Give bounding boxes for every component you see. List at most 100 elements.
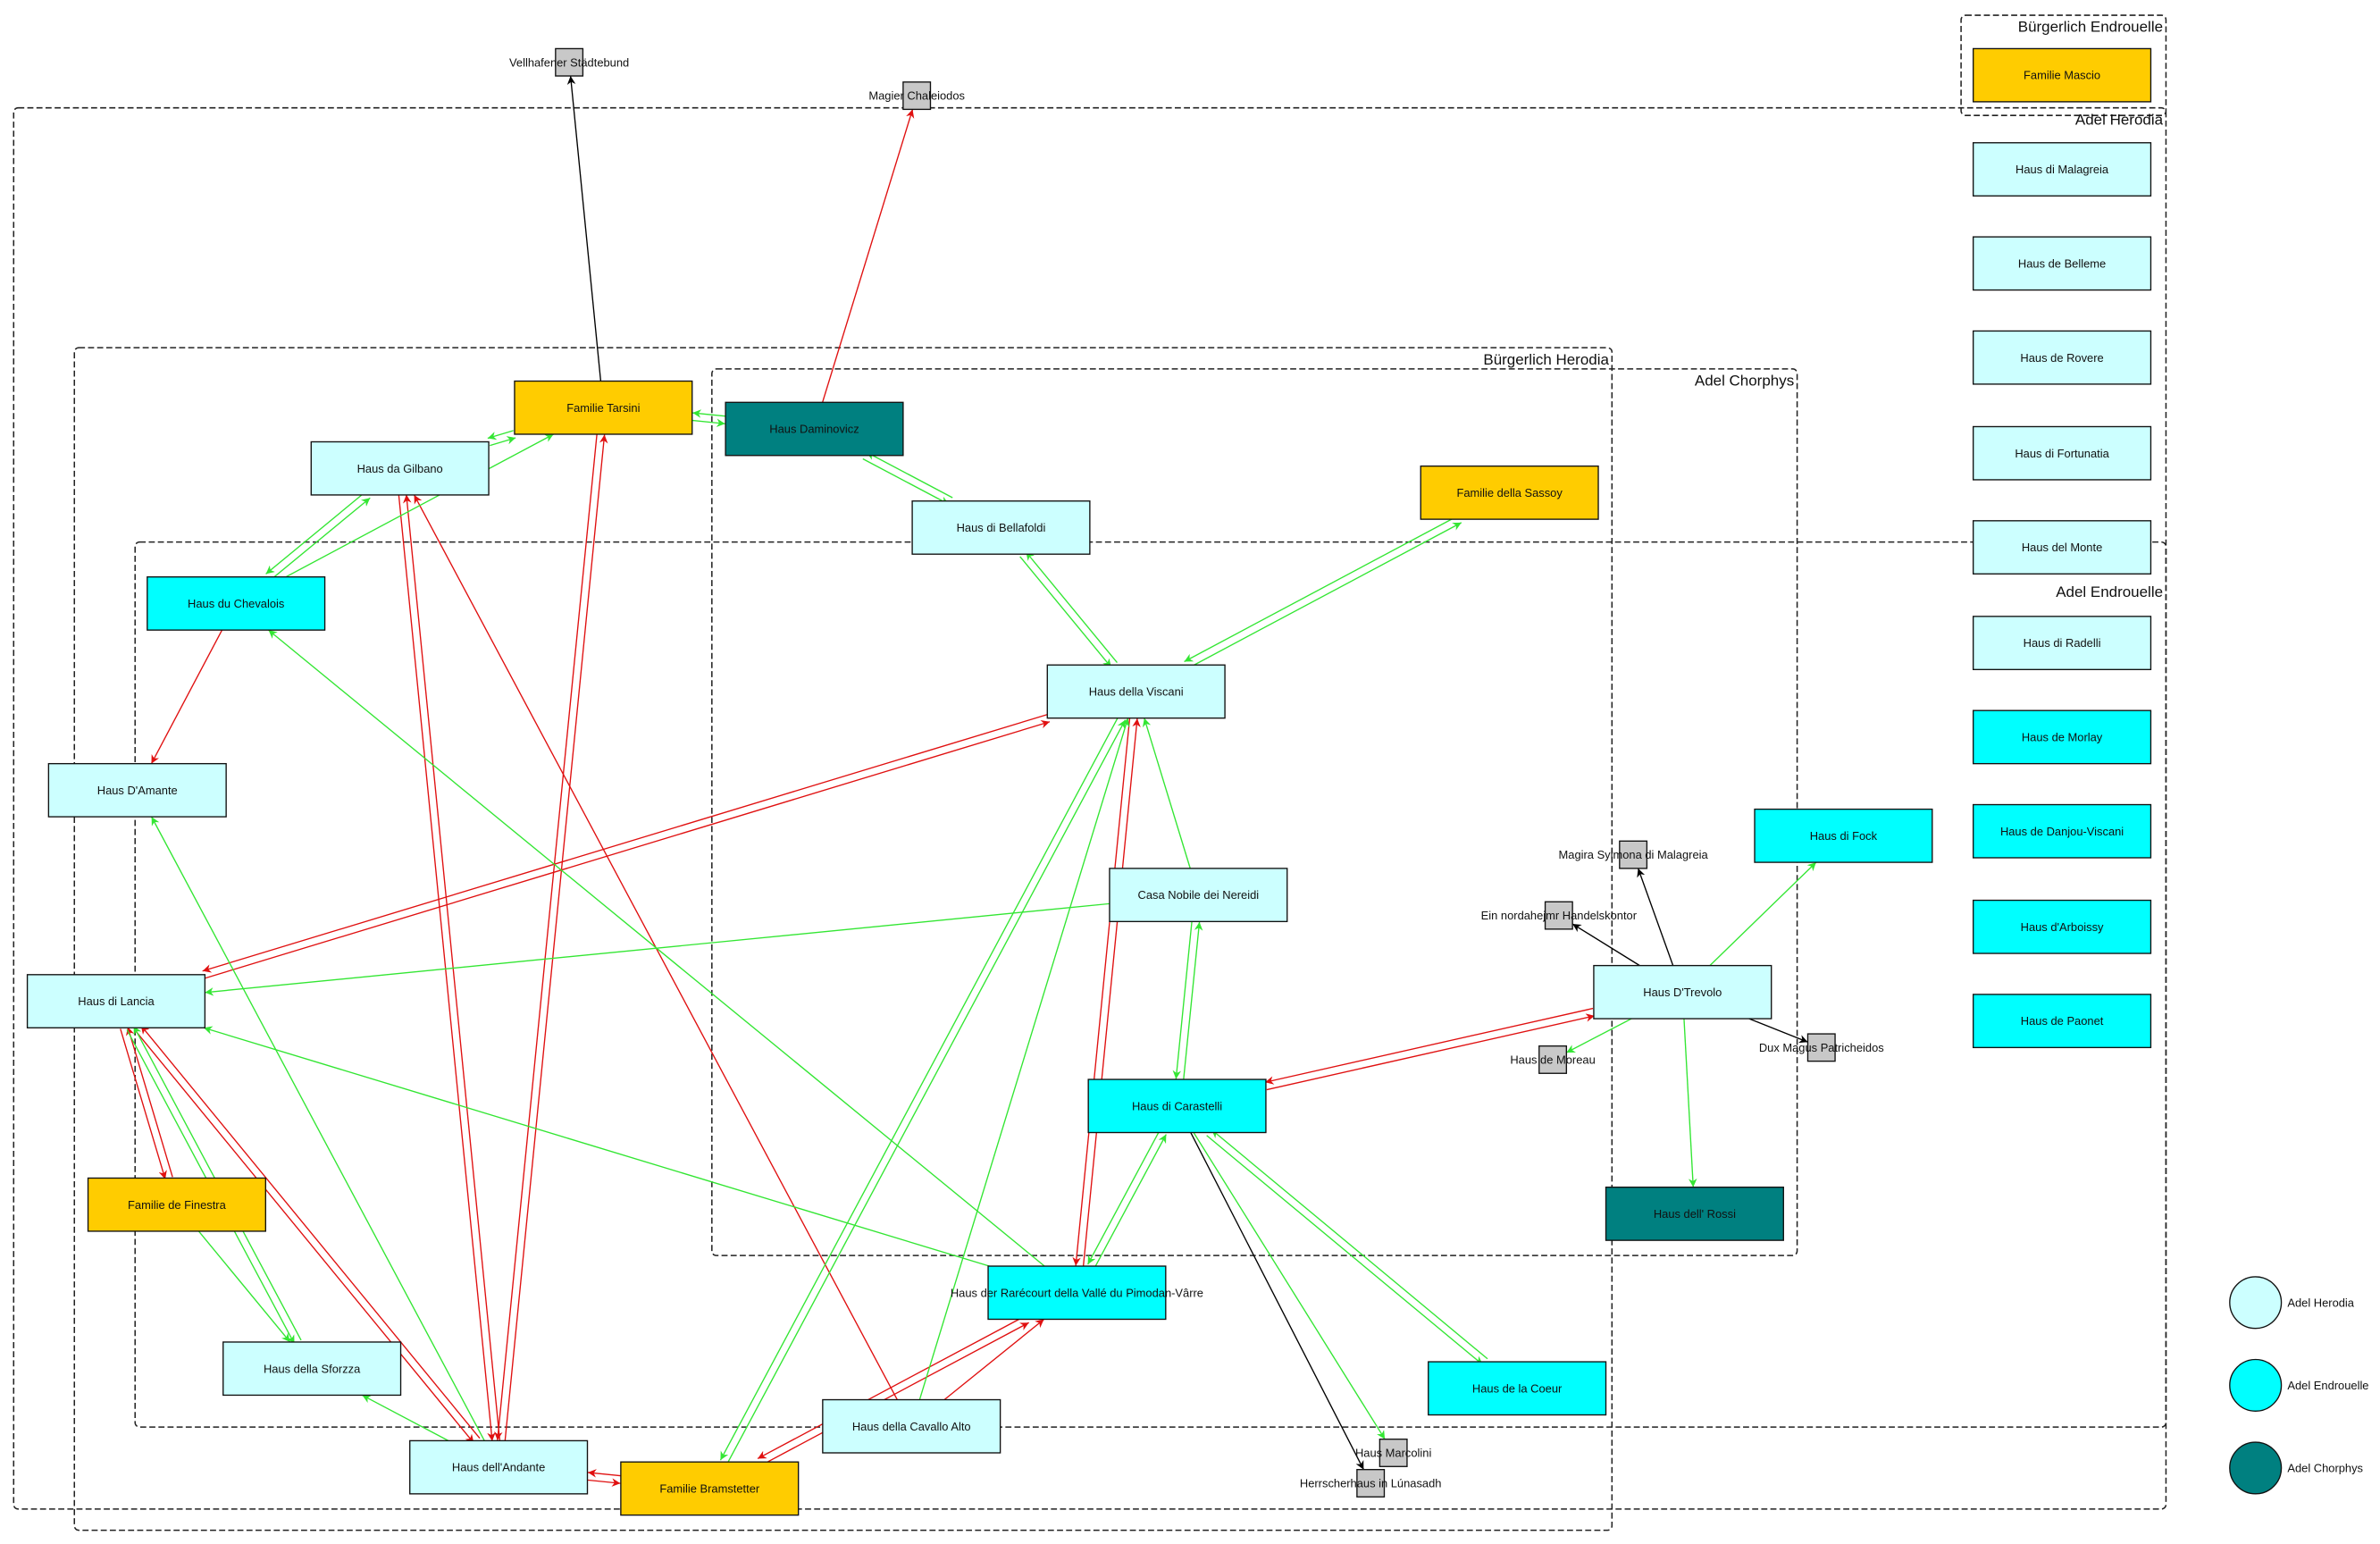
node-label: Haus da Gilbano	[357, 462, 443, 475]
node-coeur[interactable]: Haus de la Coeur	[1428, 1361, 1607, 1416]
edge-bramstetter-to-rarecourt	[760, 1322, 1029, 1466]
node-daminovicz[interactable]: Haus Daminovicz	[725, 401, 904, 457]
edge-andante-to-tarsini	[504, 434, 608, 1441]
node-label: Herrscherhaus in Lúnasadh	[1300, 1477, 1442, 1490]
node-sassoy[interactable]: Familie della Sassoy	[1420, 465, 1599, 520]
node-cavallo[interactable]: Haus della Cavallo Alto	[822, 1398, 1001, 1454]
node-morlay[interactable]: Haus de Morlay	[1972, 709, 2152, 765]
node-chevalois[interactable]: Haus du Chevalois	[147, 576, 326, 631]
node-fortunatia[interactable]: Haus di Fortunatia	[1972, 425, 2152, 481]
edge-gilbano-to-tarsini	[490, 436, 516, 447]
edge-tarsini-to-daminovicz	[691, 418, 725, 428]
node-moreau[interactable]: Haus de Moreau	[1510, 1045, 1596, 1074]
edge-andante-to-sforzza	[362, 1394, 449, 1442]
node-dux[interactable]: Dux Magus Patricheidos	[1759, 1033, 1884, 1062]
edge-bramstetter-to-andante	[587, 1469, 622, 1478]
node-andante[interactable]: Haus dell'Andante	[409, 1439, 589, 1495]
node-box	[725, 401, 904, 457]
legend-item-adel-herodia: Adel Herodia	[2229, 1276, 2355, 1330]
node-box	[1046, 664, 1226, 719]
node-tarsini[interactable]: Familie Tarsini	[514, 380, 693, 435]
edge-lancia-to-viscani	[204, 719, 1051, 979]
node-rovere[interactable]: Haus de Rovere	[1972, 330, 2152, 385]
node-box	[1972, 994, 2152, 1049]
node-sforzza[interactable]: Haus della Sforzza	[222, 1341, 402, 1397]
node-label: Haus di Lancia	[78, 994, 155, 1008]
node-vellhafener[interactable]: Vellhafener Städtebund	[509, 47, 629, 77]
node-finestra[interactable]: Familie de Finestra	[87, 1177, 267, 1232]
edge-chevalois-to-amante	[150, 629, 223, 764]
node-radelli[interactable]: Haus di Radelli	[1972, 616, 2152, 670]
cluster-buergerlich-endrouelle: Bürgerlich Endrouelle	[1960, 14, 2167, 116]
node-lunasadh[interactable]: Herrscherhaus in Lúnasadh	[1300, 1469, 1442, 1498]
node-label: Haus di Bellafoldi	[957, 521, 1046, 534]
node-label: Magier Chaleiodos	[868, 89, 965, 103]
node-malagreia[interactable]: Haus di Malagreia	[1972, 142, 2152, 197]
edge-trevolo-to-fock	[1709, 861, 1817, 967]
edge-nereidi-to-carastelli	[1172, 920, 1193, 1079]
node-chaleiodos[interactable]: Magier Chaleiodos	[868, 81, 965, 111]
node-carastelli[interactable]: Haus di Carastelli	[1087, 1078, 1267, 1134]
node-label: Haus Daminovicz	[769, 423, 859, 436]
node-label: Haus de la Coeur	[1472, 1381, 1563, 1395]
node-label: Haus di Radelli	[2024, 636, 2101, 650]
edge-viscani-to-bramstetter	[719, 716, 1119, 1461]
edge-chevalois-to-tarsini	[285, 433, 554, 578]
node-label: Familie Tarsini	[566, 401, 640, 415]
node-label: Familie Mascio	[2024, 69, 2100, 82]
node-trevolo[interactable]: Haus D'Trevolo	[1593, 964, 1772, 1020]
node-box	[1972, 899, 2152, 954]
edge-nereidi-to-viscani	[1143, 717, 1191, 869]
external-node-box	[1538, 1045, 1568, 1074]
edge-rarecourt-to-carastelli	[1094, 1134, 1167, 1269]
node-box	[1972, 142, 2152, 197]
node-nereidi[interactable]: Casa Nobile dei Nereidi	[1109, 868, 1288, 923]
node-rossi[interactable]: Haus dell' Rossi	[1605, 1186, 1784, 1241]
edge-andante-to-lancia	[140, 1025, 481, 1439]
edge-viscani-to-sassoy	[1187, 522, 1462, 669]
node-fock[interactable]: Haus di Fock	[1754, 808, 1933, 863]
edge-finestra-to-sforzza	[197, 1230, 291, 1343]
node-amante[interactable]: Haus D'Amante	[47, 762, 227, 818]
edge-trevolo-to-rossi	[1683, 1019, 1697, 1187]
legend-label: Adel Chorphys	[2287, 1462, 2363, 1475]
node-danjou[interactable]: Haus de Danjou-Viscani	[1972, 803, 2152, 859]
edge-viscani-to-lancia	[202, 713, 1048, 973]
node-arboissy[interactable]: Haus d'Arboissy	[1972, 899, 2152, 954]
edge-rarecourt-to-viscani	[1082, 718, 1141, 1267]
external-node-box	[555, 47, 584, 77]
cluster-border	[73, 347, 1613, 1531]
node-mascio[interactable]: Familie Mascio	[1972, 47, 2152, 103]
legend-swatch	[2229, 1358, 2283, 1412]
cluster-border	[1960, 14, 2167, 116]
edge-tarsini-to-gilbano	[487, 430, 514, 441]
node-viscani[interactable]: Haus della Viscani	[1046, 664, 1226, 719]
node-label: Haus de Belleme	[2018, 256, 2106, 270]
legend-swatch	[2229, 1441, 2283, 1495]
node-bramstetter[interactable]: Familie Bramstetter	[620, 1461, 800, 1516]
legend-item-adel-endrouelle: Adel Endrouelle	[2229, 1358, 2369, 1412]
node-box	[47, 762, 227, 818]
node-marcolini[interactable]: Haus Marcolini	[1355, 1439, 1431, 1467]
node-label: Haus de Paonet	[2021, 1014, 2104, 1028]
node-label: Haus de Moreau	[1510, 1053, 1595, 1067]
edge-coeur-to-carastelli	[1211, 1129, 1488, 1360]
node-rarecourt[interactable]: Haus der Rarécourt della Vallé du Pimoda…	[951, 1265, 1203, 1321]
node-lancia[interactable]: Haus di Lancia	[26, 974, 206, 1028]
edge-daminovicz-to-tarsini	[692, 409, 726, 418]
node-gilbano[interactable]: Haus da Gilbano	[310, 441, 490, 496]
edge-lancia-to-andante	[134, 1029, 474, 1444]
node-label: Vellhafener Städtebund	[509, 55, 629, 69]
node-box	[87, 1177, 267, 1232]
node-box	[1754, 808, 1933, 863]
legend-label: Adel Endrouelle	[2287, 1379, 2368, 1392]
node-monte[interactable]: Haus del Monte	[1972, 520, 2152, 575]
node-box	[222, 1341, 402, 1397]
node-paonet[interactable]: Haus de Paonet	[1972, 994, 2152, 1049]
node-box	[26, 974, 206, 1028]
node-belleme[interactable]: Haus de Belleme	[1972, 236, 2152, 291]
node-nordahejmr[interactable]: Ein nordahejmr Handelskontor	[1481, 901, 1638, 930]
node-label: Haus de Rovere	[2020, 351, 2103, 365]
node-magira[interactable]: Magira Sylmona di Malagreia	[1559, 840, 1709, 869]
node-bellafoldi[interactable]: Haus di Bellafoldi	[911, 500, 1091, 555]
